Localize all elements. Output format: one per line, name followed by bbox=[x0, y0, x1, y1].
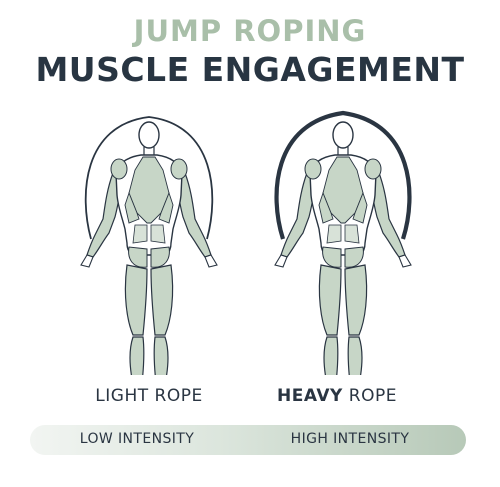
subtitle-jump-roping: JUMP ROPING bbox=[133, 14, 367, 48]
light-rope bbox=[84, 116, 214, 240]
heavy-rope-figure bbox=[274, 110, 412, 375]
light-rope-label-prefix: LIGHT bbox=[95, 386, 149, 406]
title-muscle-engagement: MUSCLE ENGAGEMENT bbox=[35, 50, 465, 89]
heavy-rope bbox=[274, 110, 412, 240]
low-intensity-label: LOW INTENSITY bbox=[79, 431, 195, 447]
intensity-gradient-bar bbox=[30, 425, 466, 455]
figures-illustration bbox=[80, 110, 412, 375]
light-rope-figure bbox=[80, 116, 218, 375]
heavy-rope-label-prefix: HEAVY bbox=[277, 386, 343, 406]
high-intensity-label: HIGH INTENSITY bbox=[290, 431, 410, 447]
heavy-rope-label: HEAVY ROPE bbox=[237, 386, 437, 406]
light-rope-label-suffix: ROPE bbox=[148, 386, 203, 406]
light-rope-label: LIGHT ROPE bbox=[49, 386, 249, 406]
heavy-rope-label-suffix: ROPE bbox=[342, 386, 397, 406]
